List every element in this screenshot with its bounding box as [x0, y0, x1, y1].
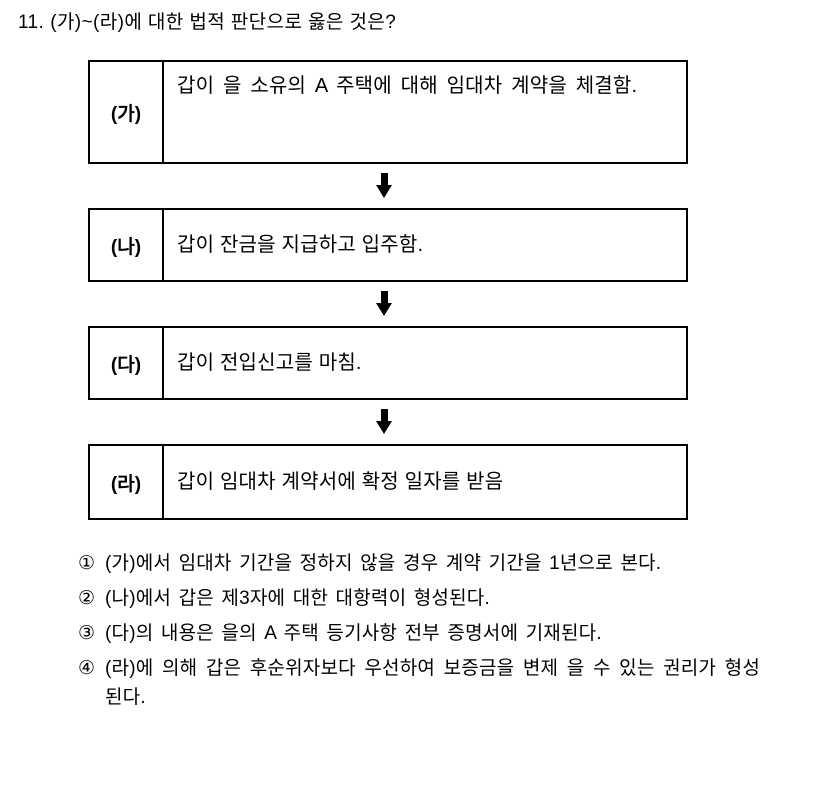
choice-marker: ② [78, 588, 96, 609]
flow-step-box: (나) 갑이 잔금을 지급하고 입주함. [88, 208, 688, 282]
flow-arrow [88, 282, 688, 326]
choice-marker: ③ [78, 623, 96, 644]
down-arrow-icon [376, 409, 392, 435]
question-stem: 11.(가)~(라)에 대한 법적 판단으로 옳은 것은? [18, 10, 396, 36]
flow-diagram: (가) 갑이 을 소유의 A 주택에 대해 임대차 계약을 체결함. (나) 갑… [88, 60, 688, 520]
flow-step-box: (가) 갑이 을 소유의 A 주택에 대해 임대차 계약을 체결함. [88, 60, 688, 164]
flow-step-text: 갑이 을 소유의 A 주택에 대해 임대차 계약을 체결함. [177, 75, 638, 97]
flow-step-label: (다) [90, 328, 164, 398]
answer-choices: ① (가)에서 임대차 기간을 정하지 않을 경우 계약 기간을 1년으로 본다… [78, 549, 778, 718]
answer-choice-2[interactable]: ② (나)에서 갑은 제3자에 대한 대항력이 형성된다. [78, 584, 778, 613]
flow-step-text: 갑이 임대차 계약서에 확정 일자를 받음 [177, 470, 504, 493]
flow-step-text: 갑이 전입신고를 마침. [177, 351, 362, 374]
flow-step-label: (나) [90, 210, 164, 280]
choice-marker: ④ [78, 658, 96, 679]
flow-arrow [88, 164, 688, 208]
question-text: (가)~(라)에 대한 법적 판단으로 옳은 것은? [50, 12, 397, 33]
flow-step-text: 갑이 잔금을 지급하고 입주함. [177, 233, 424, 256]
answer-choice-4[interactable]: ④ (라)에 의해 갑은 후순위자보다 우선하여 보증금을 변제 을 수 있는 … [78, 654, 778, 712]
answer-choice-1[interactable]: ① (가)에서 임대차 기간을 정하지 않을 경우 계약 기간을 1년으로 본다… [78, 549, 778, 578]
flow-step-label: (가) [90, 62, 164, 162]
choice-text: (다)의 내용은 을의 A 주택 등기사항 전부 증명서에 기재된다. [105, 623, 602, 644]
down-arrow-icon [376, 173, 392, 199]
choice-text: (가)에서 임대차 기간을 정하지 않을 경우 계약 기간을 1년으로 본다. [105, 553, 662, 574]
flow-step-box: (다) 갑이 전입신고를 마침. [88, 326, 688, 400]
choice-marker: ① [78, 553, 96, 574]
answer-choice-3[interactable]: ③ (다)의 내용은 을의 A 주택 등기사항 전부 증명서에 기재된다. [78, 619, 778, 648]
flow-step-label: (라) [90, 446, 164, 518]
choice-text: (나)에서 갑은 제3자에 대한 대항력이 형성된다. [105, 588, 490, 609]
flow-arrow [88, 400, 688, 444]
flow-step-box: (라) 갑이 임대차 계약서에 확정 일자를 받음 [88, 444, 688, 520]
question-number: 11. [18, 12, 45, 33]
choice-text: (라)에 의해 갑은 후순위자보다 우선하여 보증금을 변제 을 수 있는 권리… [105, 658, 760, 708]
down-arrow-icon [376, 291, 392, 317]
